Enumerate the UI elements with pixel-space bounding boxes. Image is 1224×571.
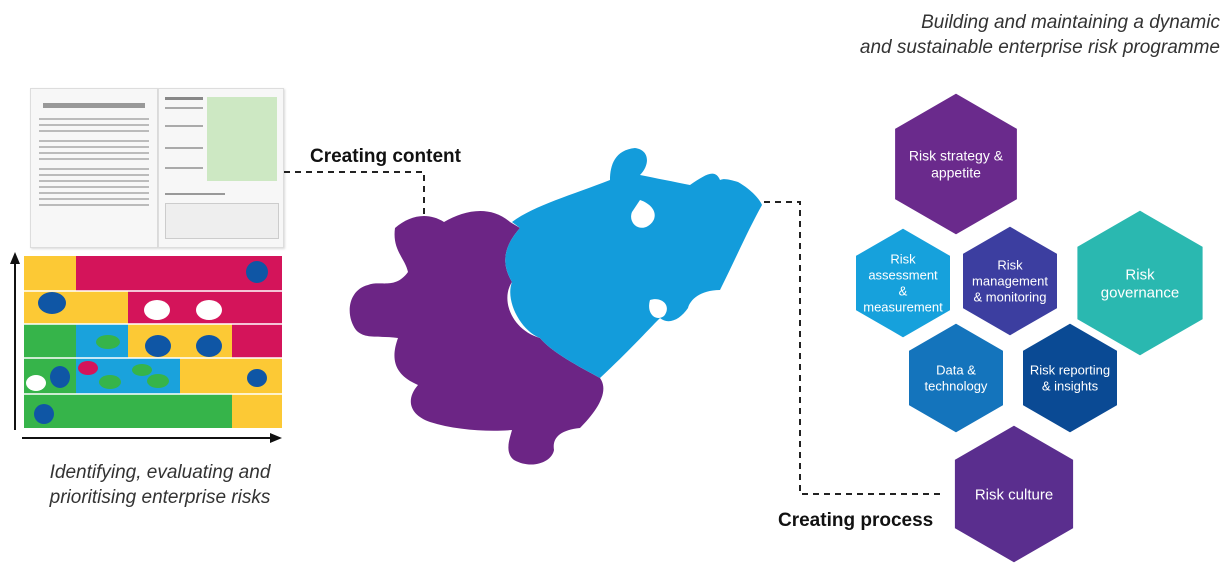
heat-map-cell [232, 394, 282, 428]
hexagon-label: Risk [890, 252, 916, 267]
x-axis-arrow [270, 433, 282, 443]
heat-map-dot [145, 335, 171, 357]
heat-map-dot [247, 369, 267, 387]
hexagon-data-technology: Data &technology [906, 320, 1006, 436]
document-thumbnail-right [158, 88, 284, 248]
heat-map-dot [147, 374, 169, 388]
heat-map-dot [144, 300, 170, 320]
heat-map-dot [50, 366, 70, 388]
heat-map-dot [196, 335, 222, 357]
hexagon-label: governance [1101, 284, 1179, 301]
hexagon-label: & monitoring [974, 290, 1047, 305]
hexagon-label: Risk [997, 258, 1023, 273]
hexagon-shape [853, 225, 953, 341]
hexagon-shape [1020, 320, 1120, 436]
hexagon-shape [1074, 207, 1206, 359]
heat-map-dot [96, 335, 120, 349]
hexagon-label: assessment [868, 268, 938, 283]
hexagon-label: & insights [1042, 379, 1099, 394]
heat-map-dot [78, 361, 98, 375]
hexagon-label: & [899, 284, 908, 299]
heat-map-cell [24, 256, 76, 291]
top-right-caption-line-1: Building and maintaining a dynamic [921, 12, 1220, 33]
heat-map-dot [26, 375, 46, 391]
heat-map-dot [99, 375, 121, 389]
bottom-left-caption: Identifying, evaluating and prioritising… [10, 460, 310, 510]
hexagon-risk-reporting: Risk reporting& insights [1020, 320, 1120, 436]
hexagon-shape [960, 223, 1060, 339]
puzzle-cutout [631, 200, 655, 228]
heat-map-cell [24, 394, 232, 428]
heat-map-dot [246, 261, 268, 283]
connector-content [284, 171, 425, 216]
top-right-caption: Building and maintaining a dynamic and s… [780, 10, 1220, 60]
puzzle-piece-right [505, 148, 762, 378]
puzzle-cutout [649, 299, 667, 319]
hexagon-label: appetite [931, 164, 981, 180]
hexagon-label: management [972, 274, 1048, 289]
hexagon-shape [951, 422, 1077, 566]
y-axis-arrow [10, 252, 20, 264]
connector-process [764, 201, 945, 495]
hexagon-label: Data & [936, 363, 976, 378]
document-thumbnail-left [30, 88, 158, 248]
bottom-left-caption-line-1: Identifying, evaluating and [49, 462, 271, 483]
hexagon-shape [906, 320, 1006, 436]
creating-process-label: Creating process [778, 510, 934, 531]
hexagon-label: Risk reporting [1030, 363, 1110, 378]
hexagon-risk-culture: Risk culture [951, 422, 1077, 566]
hexagon-label: Risk [1125, 266, 1155, 283]
heat-map-dot [196, 300, 222, 320]
heat-map-dot [132, 364, 152, 376]
heat-map-dot [38, 292, 66, 314]
hexagon-label: measurement [863, 300, 943, 315]
hexagon-label: Risk culture [975, 486, 1053, 503]
heat-map-dot [34, 404, 54, 424]
puzzle-piece-left [349, 211, 604, 465]
hexagon-label: Risk strategy & [909, 147, 1004, 163]
creating-content-label: Creating content [310, 146, 461, 167]
hexagon-risk-strategy: Risk strategy &appetite [892, 90, 1020, 238]
top-right-caption-line-2: and sustainable enterprise risk programm… [859, 37, 1220, 58]
hexagon-label: technology [925, 379, 988, 394]
heat-map-cell [232, 324, 282, 358]
hexagon-shape [892, 90, 1020, 238]
heat-map-cell [24, 324, 76, 358]
bottom-left-caption-line-2: prioritising enterprise risks [49, 487, 271, 508]
